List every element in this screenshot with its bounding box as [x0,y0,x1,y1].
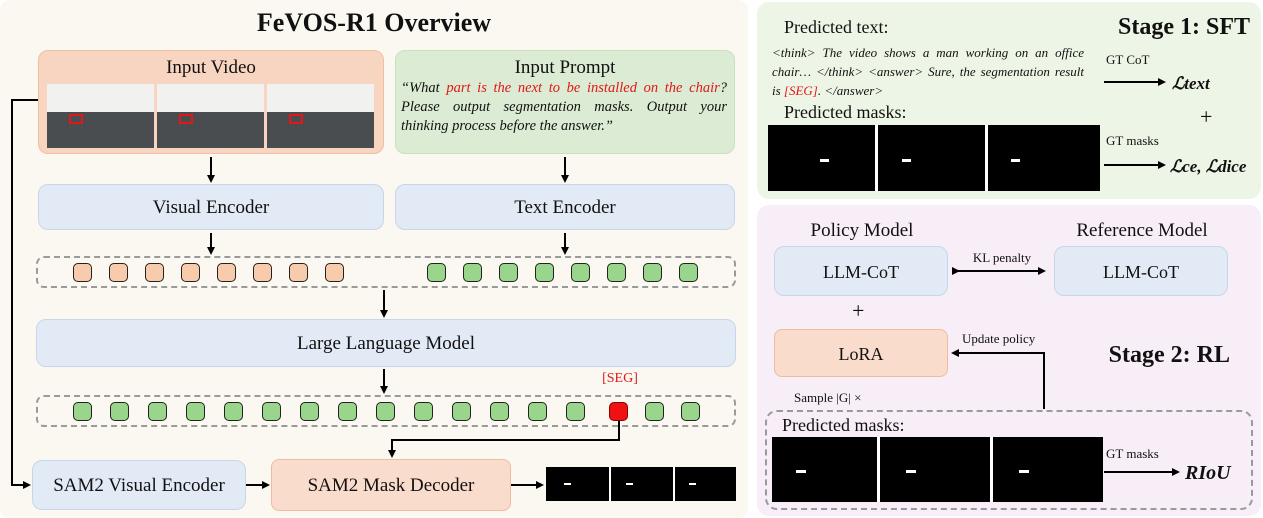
policy-llm-cot: LLM-CoT [774,246,948,296]
predicted-text-label: Predicted text: [784,17,889,37]
mask-loss: ℒce, ℒdice [1170,157,1247,176]
policy-model-label: Policy Model [810,220,914,241]
visual-token [289,263,308,282]
stage1-title: Stage 1: SFT [1118,14,1250,40]
text-token [643,263,662,282]
output-token [528,402,547,421]
token-bar-input [36,256,736,288]
output-token [300,402,319,421]
text-token [607,263,626,282]
mask-divider [875,125,878,191]
large-language-model: Large Language Model [36,319,736,367]
sam2-visual-encoder: SAM2 Visual Encoder [32,460,246,510]
visual-token [181,263,200,282]
sft-mask-strip [768,125,1100,191]
output-token [148,402,167,421]
output-mask-strip [546,467,736,501]
kl-penalty-label: KL penalty [972,250,1032,265]
rl-gt-masks-label: GT masks [1106,446,1159,461]
input-prompt-box [395,50,735,154]
text-encoder: Text Encoder [395,184,735,230]
seg-token-label: [SEG] [602,371,638,386]
output-token [110,402,129,421]
visual-token [217,263,236,282]
token-bar-output [36,395,736,427]
output-token [262,402,281,421]
mask-divider [673,467,675,501]
rl-group-box [765,410,1253,510]
predicted-text: <think> The video shows a man working on… [772,45,1084,98]
visual-token [145,263,164,282]
stage2-title: Stage 2: RL [1108,342,1230,368]
text-token [571,263,590,282]
frame-highlight-box [69,114,83,124]
text-loss: ℒtext [1172,74,1210,93]
iou-reward: RIoU [1185,462,1231,484]
visual-token [253,263,272,282]
figure-title: FeVOS-R1 Overview [256,8,492,37]
mask-divider [877,437,880,502]
rl-plus: + [852,298,865,323]
text-token [499,263,518,282]
output-token [645,402,664,421]
seg-token [609,402,628,421]
visual-token [73,263,92,282]
update-policy-label: Update policy [962,331,1036,346]
arrow-video-to-sam2 [11,99,38,489]
input-prompt-label: Input Prompt [514,57,616,78]
mask-blob [1019,470,1029,473]
sample-group-label: Sample |G| × [794,390,862,405]
sft-predicted-masks-label: Predicted masks: [784,102,907,122]
visual-token [109,263,128,282]
output-token [73,402,92,421]
video-frame-1 [47,84,154,148]
output-token [490,402,509,421]
mask-blob [902,159,911,162]
mask-divider [990,437,993,502]
video-frame-3 [267,84,374,148]
frame-highlight-box [179,114,193,124]
output-token [452,402,471,421]
text-token [535,263,554,282]
visual-encoder: Visual Encoder [38,184,384,230]
output-token [224,402,243,421]
text-token [679,263,698,282]
output-token [681,402,700,421]
mask-blob [1011,159,1020,162]
mask-blob [626,483,633,485]
reference-model-label: Reference Model [1076,220,1208,241]
input-video-label: Input Video [166,57,256,78]
sft-gt-masks-label: GT masks [1106,133,1159,148]
input-prompt-text: “What part is the next to be installed o… [401,80,728,134]
text-token [463,263,482,282]
visual-token [325,263,344,282]
sft-plus: + [1200,104,1213,129]
mask-divider [609,467,611,501]
frame-highlight-box [289,114,303,124]
arrow-seg-to-decoder [388,421,620,458]
arrow-update-policy [951,349,1045,409]
reference-llm-cot: LLM-CoT [1054,246,1228,296]
video-frame-2 [157,84,264,148]
rl-mask-strip [772,437,1103,502]
mask-divider [985,125,988,191]
lora-box: LoRA [774,329,948,377]
output-token [186,402,205,421]
sam2-mask-decoder: SAM2 Mask Decoder [271,459,511,511]
output-token [566,402,585,421]
output-token [338,402,357,421]
mask-blob [564,483,571,485]
output-token [376,402,395,421]
mask-blob [689,483,696,485]
mask-blob [820,159,829,162]
rl-predicted-masks-label: Predicted masks: [782,415,905,435]
text-token [427,263,446,282]
mask-blob [906,470,916,473]
output-token [414,402,433,421]
gt-cot-label: GT CoT [1106,52,1150,67]
mask-blob [796,470,806,473]
